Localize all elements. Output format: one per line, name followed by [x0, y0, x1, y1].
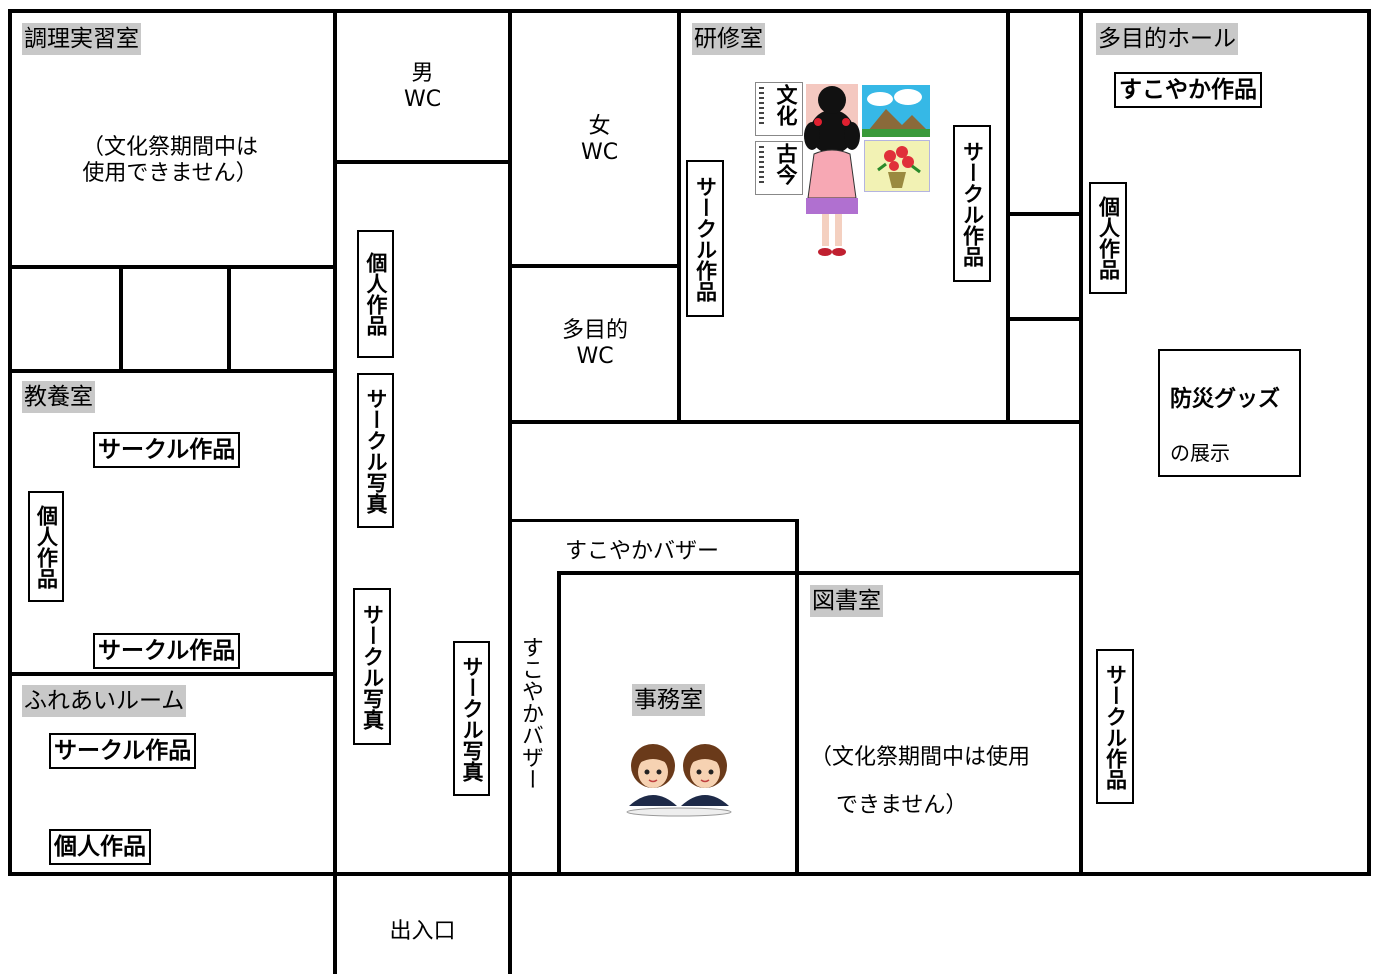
circle-photos-box: サークル写真 — [357, 373, 394, 528]
wc-male-label: 男 WC — [403, 61, 442, 112]
bazaar-label: すこやかバザー — [565, 539, 720, 564]
cooking-room-note: （文化祭期間中は 使用できません） — [81, 135, 258, 186]
wc-female-label: 女 WC — [580, 114, 619, 165]
wall — [795, 521, 799, 574]
wall — [119, 267, 123, 371]
entrance-label: 出入口 — [389, 919, 456, 944]
wall — [557, 571, 1081, 575]
wall — [508, 9, 512, 974]
disaster-goods-subtitle: の展示 — [1170, 441, 1230, 465]
library-note-line1: （文化祭期間中は使用 — [810, 745, 1031, 770]
personal-works-box: 個人作品 — [357, 230, 394, 358]
personal-works-box: 個人作品 — [28, 491, 64, 602]
circle-works-box: サークル作品 — [953, 125, 991, 282]
office-staff-icon — [626, 744, 732, 817]
circle-works-box: サークル作品 — [93, 432, 241, 468]
landscape-picture-icon — [862, 85, 930, 137]
circle-photos-box: サークル写真 — [453, 641, 490, 796]
circle-works-box: サークル作品 — [93, 633, 241, 669]
disaster-goods-box: 防災グッズ の展示 — [1158, 349, 1301, 477]
personal-works-box: 個人作品 — [1089, 182, 1127, 294]
calligraphy-card: 古今 — [755, 141, 803, 195]
girl-viewing-icon — [804, 84, 860, 256]
office-label: 事務室 — [632, 684, 705, 716]
wall — [227, 267, 231, 371]
wall — [8, 9, 12, 876]
circle-works-box: サークル作品 — [1096, 649, 1134, 804]
wall — [795, 573, 799, 874]
disaster-goods-title: 防災グッズ — [1170, 387, 1281, 412]
culture-room-label: 教養室 — [22, 381, 95, 413]
personal-works-box: 個人作品 — [49, 829, 151, 865]
library-note-line2: できません） — [836, 793, 968, 818]
wall — [1367, 9, 1371, 876]
multipurpose-hall-label: 多目的ホール — [1096, 23, 1238, 55]
calligraphy-text: 古今 — [774, 143, 799, 185]
wall — [1079, 9, 1083, 876]
wall — [677, 9, 681, 422]
wall — [510, 264, 680, 268]
wc-multipurpose-label: 多目的 WC — [561, 318, 628, 369]
circle-works-box: サークル作品 — [49, 733, 197, 769]
wall — [510, 519, 799, 522]
circle-photos-box: サークル写真 — [353, 588, 391, 745]
cooking-room-label: 調理実習室 — [22, 23, 141, 55]
circle-works-box: サークル作品 — [686, 160, 724, 317]
calligraphy-text: 文化 — [774, 84, 799, 126]
wall — [335, 160, 510, 164]
library-label: 図書室 — [810, 585, 883, 617]
wall — [333, 9, 337, 974]
calligraphy-card: 文化 — [755, 82, 803, 136]
wall — [1008, 317, 1081, 321]
wall — [557, 571, 561, 874]
fureai-room-label: ふれあいルーム — [22, 685, 187, 717]
wall — [8, 672, 335, 676]
wall — [8, 872, 1370, 876]
wall — [8, 9, 1370, 13]
flower-picture-icon — [864, 140, 930, 192]
sukoyaka-works-box: すこやか作品 — [1114, 72, 1262, 108]
training-room-label: 研修室 — [692, 23, 765, 55]
bazaar-vertical-label: すこやかバザー — [518, 636, 543, 790]
wall — [8, 265, 335, 269]
wall — [8, 369, 335, 373]
wall — [1008, 212, 1081, 216]
wall — [510, 420, 1081, 424]
